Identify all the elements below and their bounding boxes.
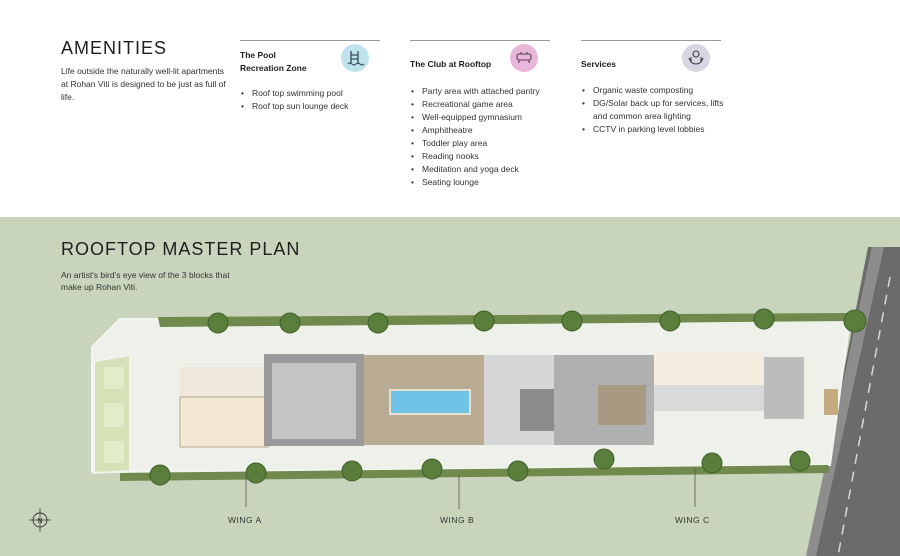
list-item: Party area with attached pantry <box>410 85 570 98</box>
compass-label: N <box>37 518 42 525</box>
list-item: Recreational game area <box>410 98 570 111</box>
list-item: Reading nooks <box>410 150 570 163</box>
list-item: Roof top swimming pool <box>240 87 390 100</box>
north-compass-icon: N <box>28 507 52 538</box>
amenity-list: Organic waste composting DG/Solar back u… <box>581 84 729 136</box>
wing-b-label: WING B <box>440 515 475 525</box>
pool-ladder-icon <box>341 44 369 72</box>
master-plan-section: ROOFTOP MASTER PLAN An artist's bird's e… <box>0 217 900 556</box>
master-plan-description: An artist's bird's eye view of the 3 blo… <box>61 270 230 292</box>
wing-c-label: WING C <box>675 515 710 525</box>
amenity-list: Party area with attached pantry Recreati… <box>410 85 570 189</box>
club-icon <box>510 44 538 72</box>
wing-a-label: WING A <box>228 515 262 525</box>
amenity-column-title: The Club at Rooftop <box>410 59 492 69</box>
list-item: Amphitheatre <box>410 124 570 137</box>
master-plan-title: ROOFTOP MASTER PLAN <box>61 239 301 259</box>
list-item: Organic waste composting <box>581 84 729 97</box>
amenity-column-title: The Pool Recreation Zone <box>240 50 307 73</box>
list-item: Toddler play area <box>410 137 570 150</box>
list-item: Meditation and yoga deck <box>410 163 570 176</box>
list-item: Seating lounge <box>410 176 570 189</box>
amenities-description: Life outside the naturally well-lit apar… <box>61 66 226 102</box>
list-item: CCTV in parking level lobbies <box>581 123 729 136</box>
services-hands-icon <box>682 44 710 72</box>
amenities-section: AMENITIES Life outside the naturally wel… <box>0 0 900 217</box>
list-item: Roof top sun lounge deck <box>240 100 390 113</box>
list-item: DG/Solar back up for services, lifts and… <box>581 97 729 123</box>
amenity-column-title: Services <box>581 59 616 69</box>
amenity-list: Roof top swimming pool Roof top sun loun… <box>240 87 390 113</box>
list-item: Well-equipped gymnasium <box>410 111 570 124</box>
amenities-title: AMENITIES <box>61 38 168 58</box>
rooftop-plan-illustration <box>91 247 900 556</box>
